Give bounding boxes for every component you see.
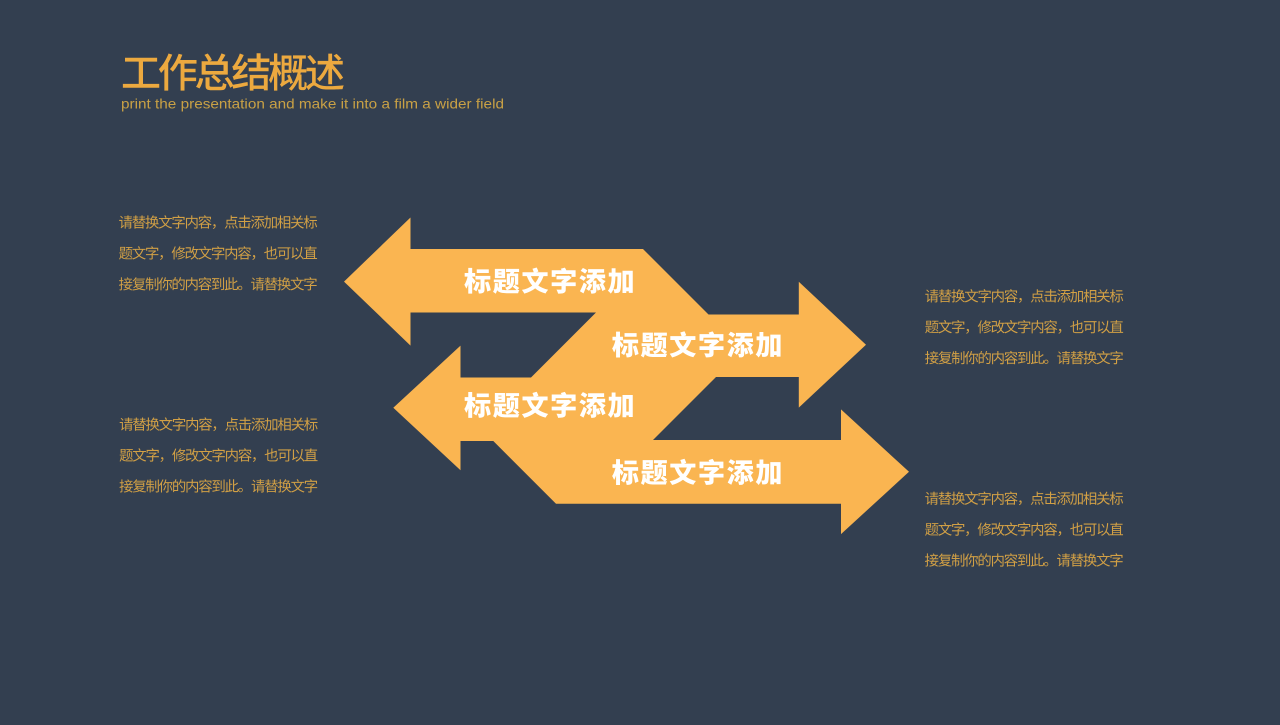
svg-text:print the presentation and mak: print the presentation and make it into … (121, 97, 504, 112)
